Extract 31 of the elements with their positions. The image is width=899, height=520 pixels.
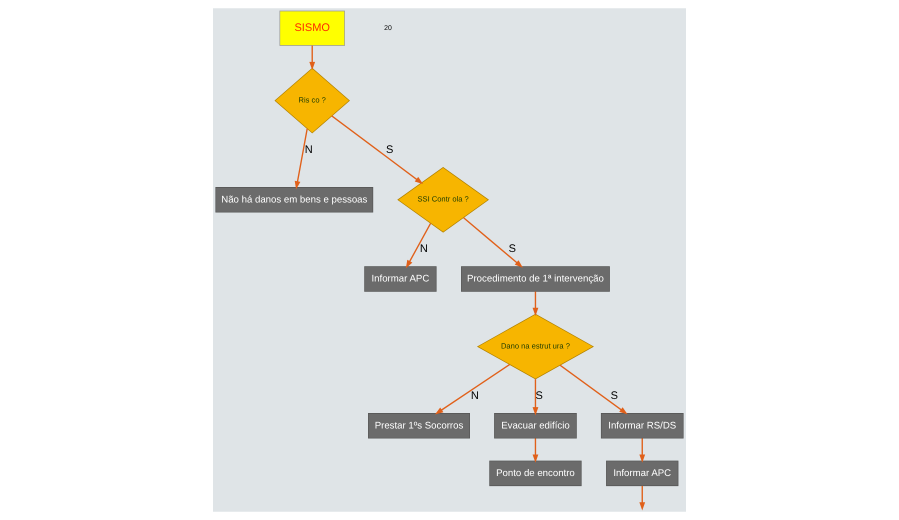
arrow [463,217,523,268]
arrow [294,128,308,190]
arrow [532,438,538,463]
node-diamond: Dano na estrut ura ? [476,314,594,380]
node-box: Não há danos em bens e pessoas [215,187,374,213]
arrow [331,115,424,184]
edge-label: S [386,144,394,156]
node-box: Informar RS/DS [600,413,684,439]
arrow [639,486,646,511]
edge-label: N [420,243,428,256]
node-box: Ponto de encontro [489,460,582,486]
node-box: SISMO [279,10,345,46]
node-box: Procedimento de 1ª intervenção [461,266,610,292]
node-box: Informar APC [364,266,437,292]
node-diamond: SSI Contr ola ? [397,167,489,233]
arrow [532,292,538,316]
edge-label: S [508,243,516,256]
node-box: Informar APC [606,460,678,486]
arrow [406,223,432,268]
node-box: Evacuar edifício [494,413,577,439]
edge-label: S [536,390,543,402]
arrow [560,364,628,414]
arrow [309,46,316,70]
edge-label: N [470,390,479,402]
arrow [639,438,646,463]
node-box: Prestar 1ºs Socorros [368,413,470,439]
edge-label: N [304,144,313,156]
arrow [434,364,510,414]
edge-label: S [610,390,618,402]
node-diamond: Ris co ? [274,68,350,134]
arrow [532,379,538,416]
